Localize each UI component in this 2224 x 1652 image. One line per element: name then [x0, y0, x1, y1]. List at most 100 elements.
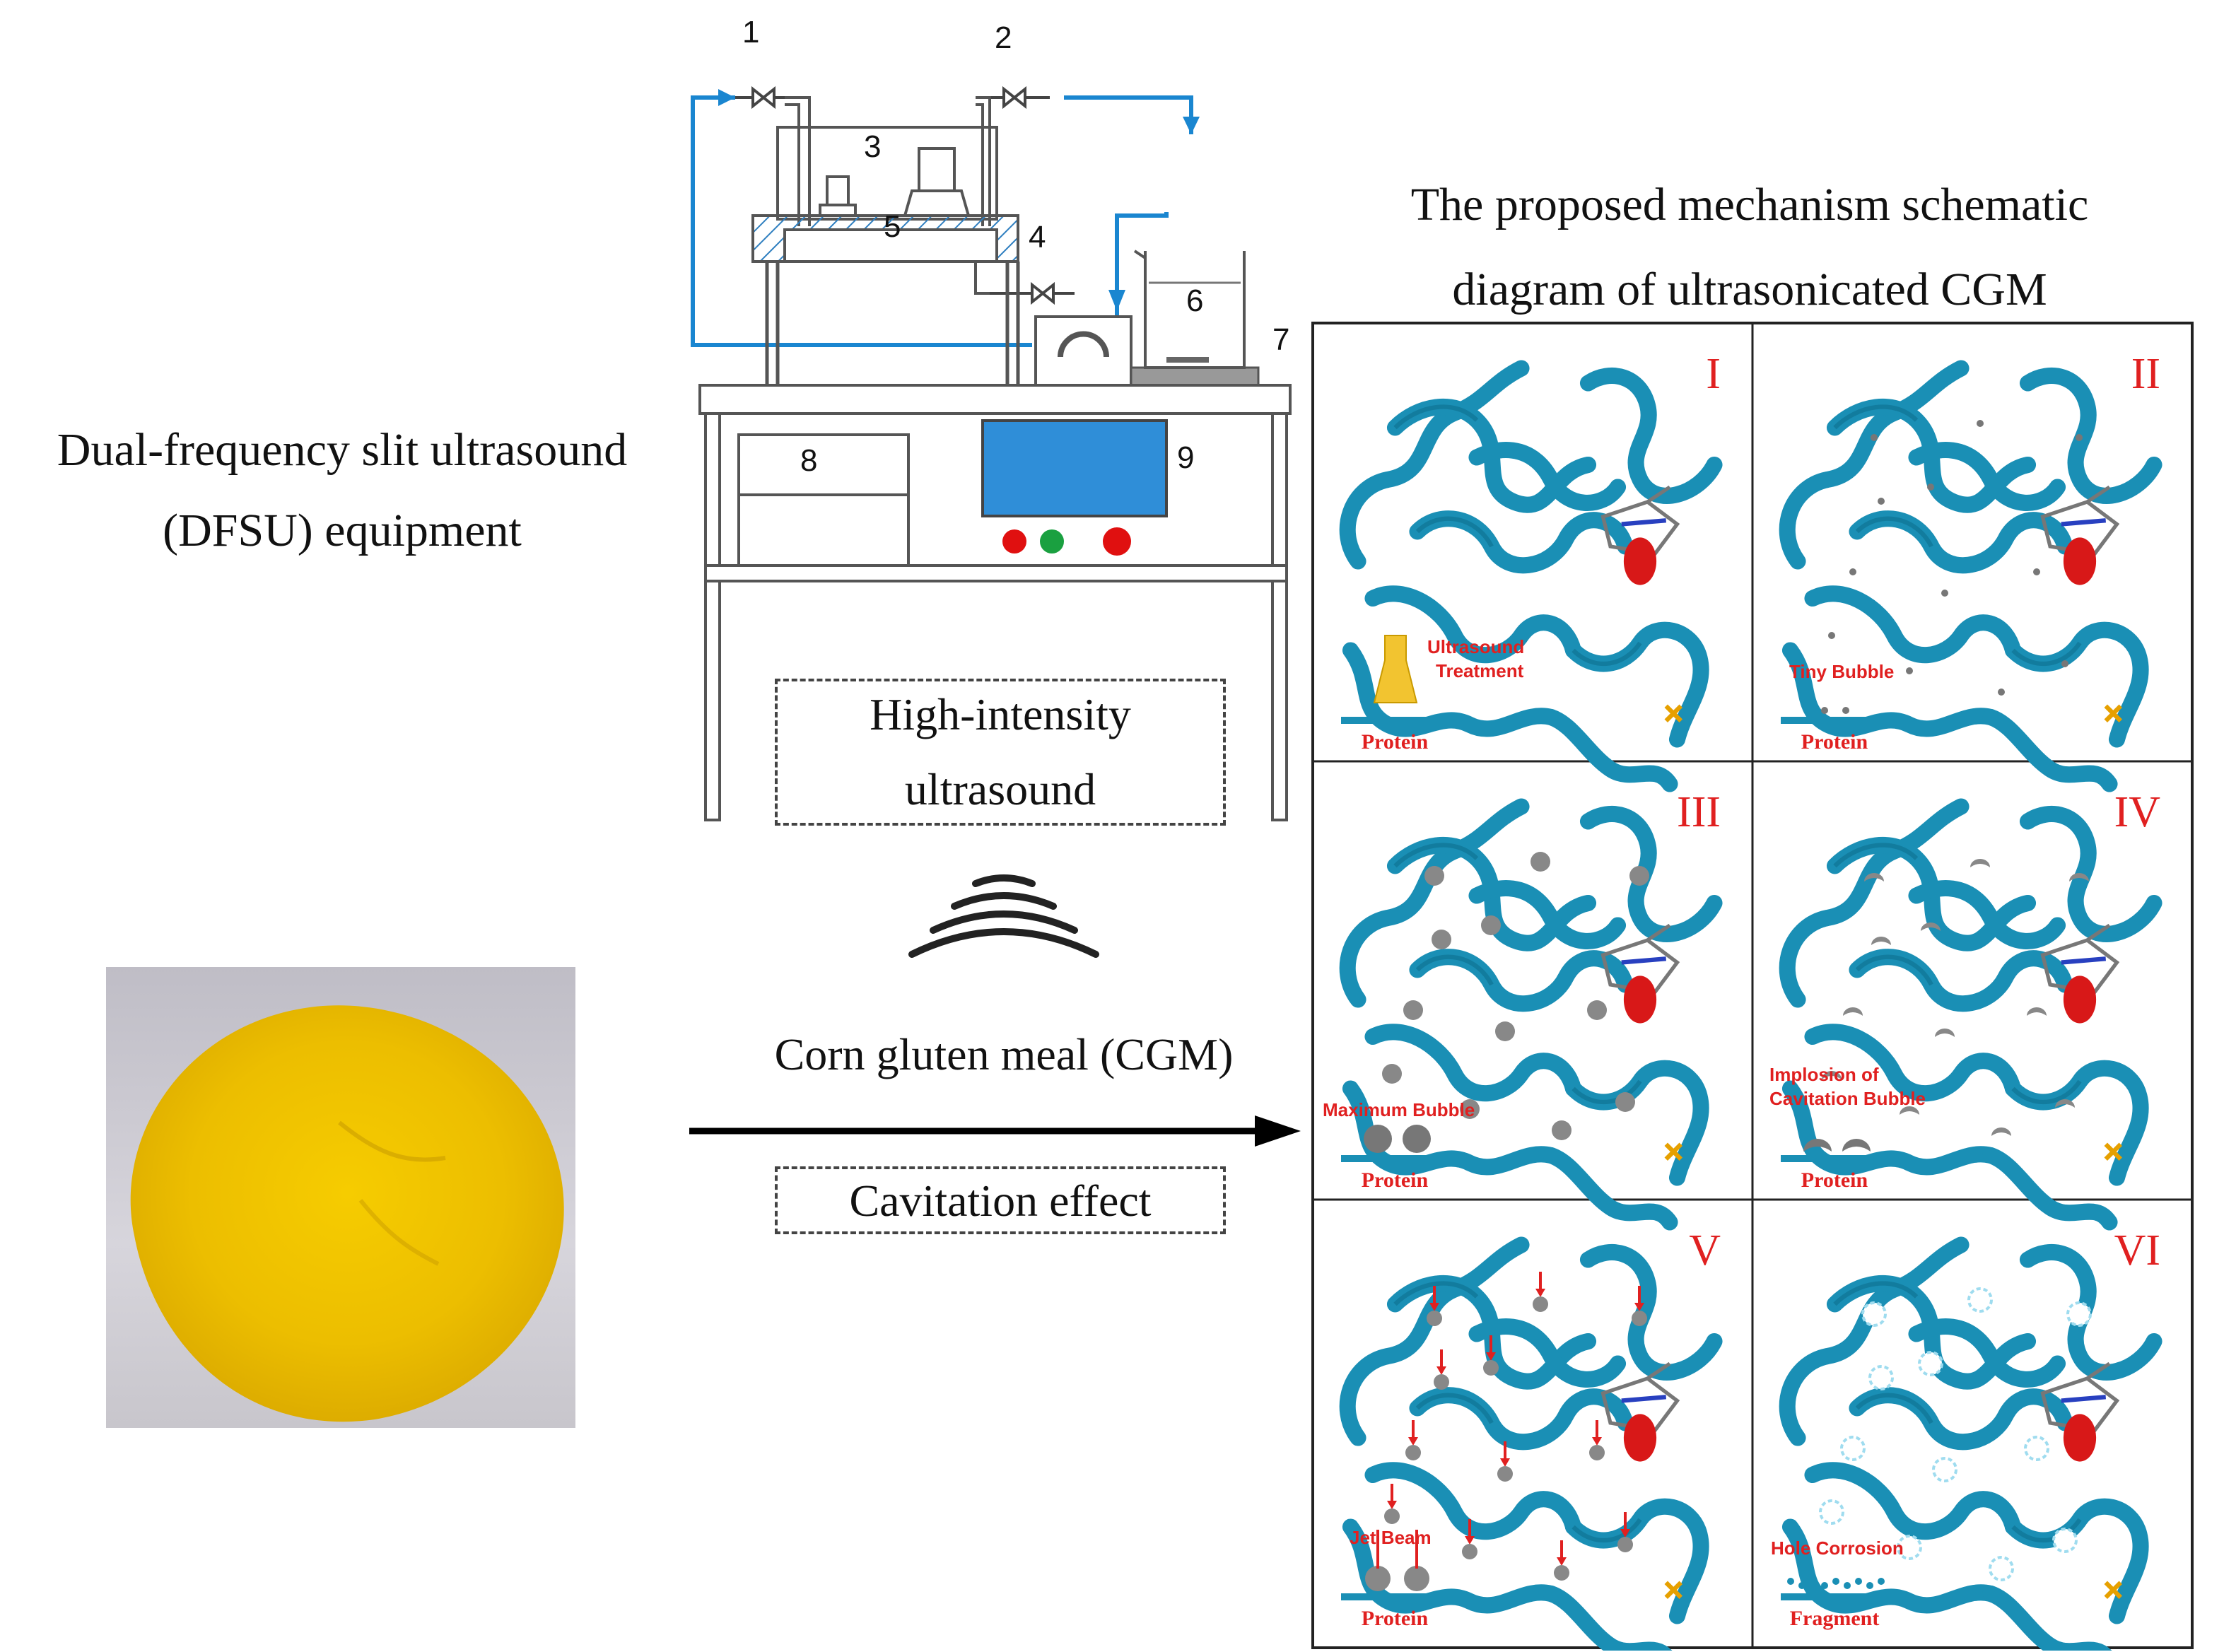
pipe-arrow-meter: [1108, 290, 1125, 311]
max-bubble: [1481, 915, 1501, 935]
corrosion-hole: [2052, 1528, 2078, 1553]
panel-caption-line1: Hole Corrosion: [1771, 1537, 1904, 1559]
imploding-bubble: [1991, 1127, 2011, 1136]
implosion-bubble-icon: [1803, 1139, 1832, 1152]
jet-arrow-head-icon: [1592, 1437, 1602, 1446]
panel-caption-line1: Maximum Bubble: [1323, 1099, 1475, 1120]
equipment-number-3: 3: [864, 129, 881, 164]
imploding-bubble: [1935, 1029, 1955, 1037]
max-bubble: [1531, 852, 1550, 872]
jet-bubble: [1405, 1445, 1421, 1460]
pipe-arrow-down: [1183, 117, 1200, 134]
mechanism-panel-vi: VI Fragment Hole Corrosion: [1771, 1226, 2160, 1651]
fragment-dot: [1866, 1582, 1873, 1589]
fragment-dot: [1878, 1578, 1885, 1585]
imploding-bubble: [1871, 937, 1891, 945]
panel-numeral: III: [1677, 788, 1721, 836]
high-intensity-box: High-intensity ultrasound: [775, 679, 1226, 826]
fragment-dot: [1810, 1578, 1817, 1585]
jet-arrow-head-icon: [1465, 1536, 1475, 1545]
dfsu-heading-line1: Dual-frequency slit ultrasound: [57, 424, 628, 476]
jet-arrow-head-icon: [1634, 1303, 1644, 1311]
water-tubes: [785, 96, 991, 295]
ultrasound-probe-icon: [1373, 635, 1418, 703]
bench-leg-right: [1271, 412, 1288, 821]
panel-numeral: VI: [2114, 1226, 2160, 1275]
corrosion-hole: [1868, 1365, 1894, 1390]
pipe-arrow-in: [718, 89, 735, 106]
jet-bubble-icon: [1365, 1566, 1391, 1591]
fragment-dot: [1855, 1578, 1862, 1585]
tiny-bubble: [1998, 689, 2005, 696]
imploding-bubble: [2069, 873, 2089, 881]
tiny-bubble: [1849, 568, 1856, 575]
stir-bar: [1166, 357, 1209, 363]
jet-arrow-head-icon: [1429, 1303, 1439, 1311]
jet-bubble-icon: [1404, 1566, 1429, 1591]
bench-leg-left: [704, 412, 721, 821]
panel-caption-line1: Tiny Bubble: [1789, 661, 1894, 682]
protein-ribbon-icon: [1347, 1245, 1714, 1651]
corrosion-hole: [1932, 1457, 1957, 1482]
max-bubble: [1403, 1000, 1423, 1020]
jet-bubble: [1427, 1311, 1442, 1326]
jet-bubble: [1434, 1374, 1449, 1390]
bench-shelf: [704, 564, 1288, 582]
tiny-bubble: [1878, 498, 1885, 505]
flow-meter: [1034, 315, 1133, 387]
max-bubble: [1460, 1099, 1480, 1119]
corrosion-hole: [1840, 1436, 1866, 1461]
mechanism-panels: IProteinUltrasoundTreatmentIIProteinTiny…: [1311, 322, 2194, 1651]
corrosion-hole: [2024, 1436, 2049, 1461]
equipment-number-6: 6: [1186, 283, 1203, 318]
frame-legs: [765, 262, 1020, 385]
imploding-bubble: [1970, 859, 1990, 867]
tiny-bubble: [2076, 434, 2083, 441]
max-bubble: [1587, 1000, 1607, 1020]
high-intensity-line1: High-intensity: [870, 689, 1131, 739]
max-bubble: [1382, 1064, 1402, 1084]
dfsu-heading: Dual-frequency slit ultrasound (DFSU) eq…: [0, 410, 684, 571]
jet-bubble: [1617, 1537, 1633, 1552]
jet-bubble: [1554, 1565, 1569, 1581]
jet-bubble: [1462, 1544, 1477, 1559]
tiny-bubble-icon: [1821, 707, 1828, 714]
jet-arrow-head-icon: [1620, 1529, 1630, 1537]
jet-bubble: [1483, 1360, 1499, 1376]
equipment-number-9: 9: [1177, 440, 1194, 475]
valve-outlet: [990, 281, 1075, 305]
green-button: [1040, 529, 1064, 553]
jet-bubble: [1497, 1466, 1513, 1482]
panel-numeral: IV: [2114, 788, 2161, 836]
high-intensity-line2: ultrasound: [904, 764, 1096, 814]
imploding-bubble: [1921, 922, 1941, 931]
max-bubble: [1495, 1021, 1515, 1041]
tiny-bubble: [1927, 484, 1934, 491]
tiny-bubble: [1828, 632, 1835, 639]
red-button: [1002, 529, 1026, 553]
beaker: [1144, 251, 1246, 369]
max-bubble: [1552, 1120, 1572, 1140]
panel-numeral: II: [2131, 350, 2160, 398]
dfsu-equipment-drawing: 1 2 3 4 5 6 7 8 9: [691, 15, 1292, 821]
jet-bubble: [1632, 1311, 1647, 1326]
panel-caption-line2: Treatment: [1436, 660, 1524, 681]
max-bubble: [1432, 930, 1451, 949]
jet-arrow-head-icon: [1436, 1366, 1446, 1375]
fragment-dot: [1787, 1578, 1794, 1585]
transducer-large: [903, 147, 971, 217]
jet-arrow-head-icon: [1557, 1557, 1567, 1566]
cavitation-effect-box: Cavitation effect: [775, 1166, 1226, 1234]
panel-numeral: I: [1706, 350, 1721, 398]
jet-arrow-head-icon: [1535, 1289, 1545, 1297]
panel-base-label: Protein: [1801, 1168, 1868, 1192]
tiny-bubble: [2033, 568, 2040, 575]
imploding-bubble: [2027, 1007, 2047, 1016]
transducer-small: [819, 175, 857, 217]
panel-base-label: Fragment: [1790, 1607, 1880, 1630]
equipment-number-4: 4: [1029, 220, 1046, 254]
slit-channel: [783, 228, 998, 263]
